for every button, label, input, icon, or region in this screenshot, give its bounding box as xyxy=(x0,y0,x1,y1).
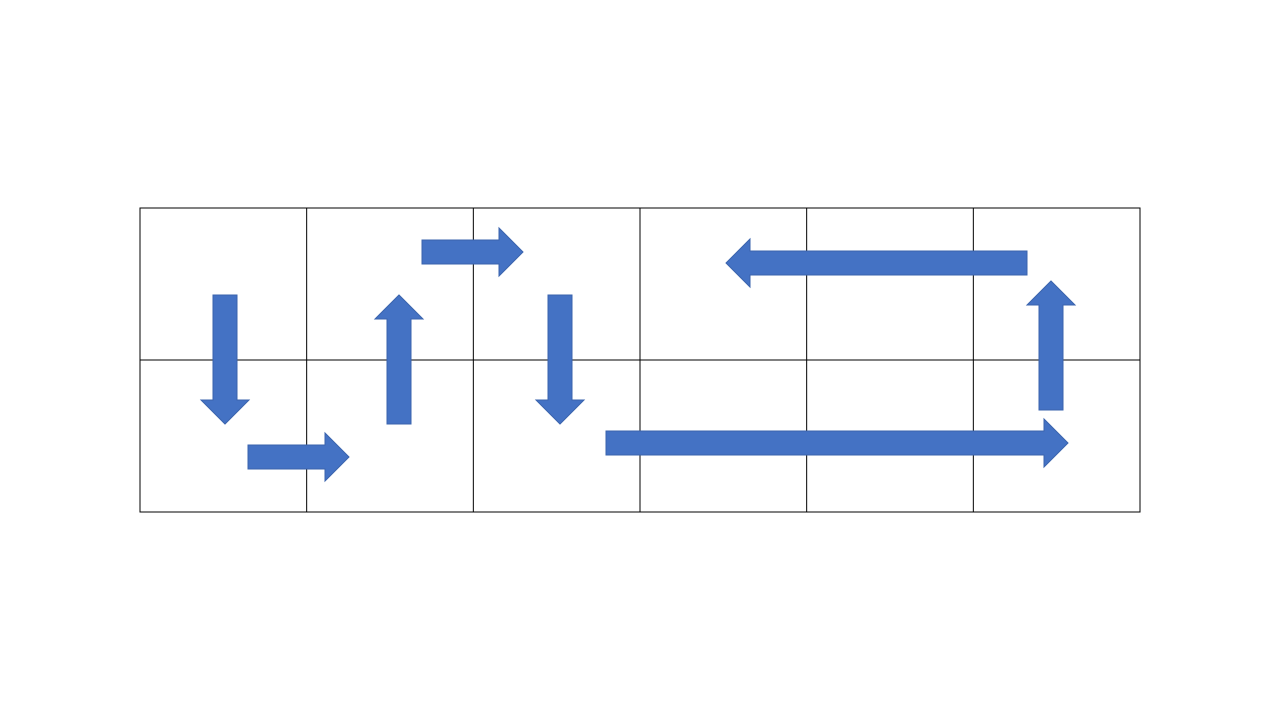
arrow-down-1 xyxy=(199,294,251,425)
arrow-left-8 xyxy=(725,237,1028,289)
arrows xyxy=(199,226,1077,483)
arrow-right-4 xyxy=(421,226,524,278)
arrow-right-6 xyxy=(605,417,1069,469)
arrow-up-7 xyxy=(1025,280,1077,411)
arrow-right-2 xyxy=(247,431,350,483)
arrow-up-3 xyxy=(373,294,425,425)
arrow-down-5 xyxy=(534,294,586,425)
